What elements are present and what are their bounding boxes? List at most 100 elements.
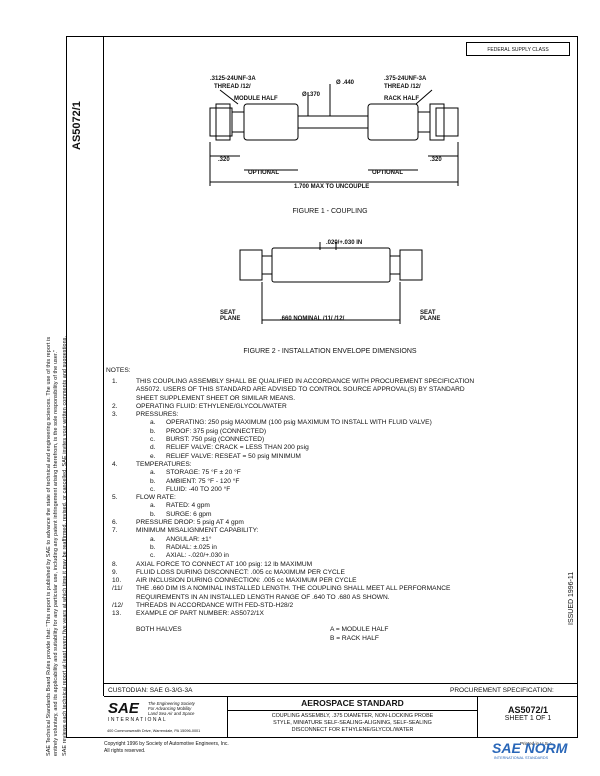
thread-right-label-2: THREAD /12/ xyxy=(384,84,421,90)
title-line-1: COUPLING ASSEMBLY, .375 DIAMETER, NON-LO… xyxy=(271,713,434,719)
side-doc-number: AS5072/1 xyxy=(71,101,83,150)
note-text: AXIAL: -.020/+.030 in xyxy=(166,552,229,560)
note-row: a.RATED: 4 gpm xyxy=(106,502,566,510)
seat-plane-right: SEAT PLANE xyxy=(420,310,441,322)
sae-international: INTERNATIONAL xyxy=(108,717,168,723)
issued-date: ISSUED 1996-11 xyxy=(568,571,575,625)
note-text: PRESSURES: xyxy=(136,411,179,419)
note-text: SURGE: 6 gpm xyxy=(166,510,212,518)
note-row: 4. TEMPERATURES: xyxy=(106,461,566,469)
note-number: 10. xyxy=(112,577,122,585)
printed-in: Printed in U.S.A. xyxy=(520,741,554,746)
sae-address: 400 Commonwealth Drive, Warrendale, PA 1… xyxy=(107,729,201,733)
seat-plane-left: SEAT PLANE xyxy=(220,310,241,322)
note-row: REQUIREMENTS IN AN INSTALLED LENGTH RANG… xyxy=(106,594,566,602)
note-row: a.OPERATING: 250 psig MAXIMUM (100 psig … xyxy=(106,419,566,427)
dim-320-left: .320 xyxy=(218,157,230,163)
note-text: FLUID: -40 TO 200 °F xyxy=(166,485,231,493)
note-number: 13. xyxy=(112,610,122,618)
note-row: b. PROOF: 375 psig (CONNECTED) xyxy=(106,428,566,436)
note-text: AS5072. USERS OF THIS STANDARD ARE ADVIS… xyxy=(136,386,465,394)
note-row: 9.FLUID LOSS DURING DISCONNECT: .005 cc … xyxy=(106,569,566,577)
dim-320-right: .320 xyxy=(430,157,442,163)
note-sub-letter: c. xyxy=(150,436,156,444)
note-sub-letter: b. xyxy=(150,510,156,518)
sae-tagline-2: For Advancing Mobility xyxy=(148,706,192,711)
copyright: Copyright 1996 by Society of Automotive … xyxy=(104,741,229,754)
optional-left: OPTIONAL xyxy=(248,170,279,176)
side-notice-line1: SAE Technical Standards Board Rules prov… xyxy=(46,336,52,756)
note-sub-letter: a. xyxy=(150,535,156,543)
legend-a: A = MODULE HALF xyxy=(330,626,389,633)
note-sub-letter: d. xyxy=(150,444,156,452)
title-box: AEROSPACE STANDARD COUPLING ASSEMBLY, .3… xyxy=(228,696,478,738)
aerospace-standard: AEROSPACE STANDARD xyxy=(228,697,477,711)
note-row: b. RADIAL: ±.025 in xyxy=(106,544,566,552)
note-number: /12/ xyxy=(112,602,123,610)
thread-left-label: .3125-24UNF-3A xyxy=(210,76,256,82)
note-text: RELIEF VALVE: CRACK = LESS THAN 200 psig xyxy=(166,444,309,452)
note-text: SHEET SUPPLEMENT SHEET OR SIMILAR MEANS. xyxy=(136,394,296,402)
note-sub-letter: c. xyxy=(150,485,156,493)
note-number: 6. xyxy=(112,519,118,527)
note-text: FLOW RATE: xyxy=(136,494,176,502)
figure1-coupling-drawing xyxy=(209,84,459,186)
left-title-strip xyxy=(66,36,104,696)
note-row: 2.OPERATING FLUID: ETHYLENE/GLYCOL/WATER xyxy=(106,403,566,411)
note-text: AIR INCLUSION DURING CONNECTION: .005 cc… xyxy=(136,577,357,585)
sae-norm-watermark: SAE NORM xyxy=(492,740,568,756)
note-number: 3. xyxy=(112,411,118,419)
sae-norm-watermark-sub: INTERNATIONAL STANDARDS xyxy=(494,756,549,760)
both-halves: BOTH HALVES xyxy=(136,626,182,633)
doc-number-box: AS5072/1 SHEET 1 OF 1 xyxy=(478,696,578,738)
note-text: AXIAL FORCE TO CONNECT AT 100 psig: 12 l… xyxy=(136,560,313,568)
note-sub-letter: b. xyxy=(150,427,156,435)
note-number: 7. xyxy=(112,527,118,535)
note-text: MINIMUM MISALIGNMENT CAPABILITY: xyxy=(136,527,259,535)
note-sub-letter: b. xyxy=(150,477,156,485)
title-line-2: STYLE, MINIATURE SELF-SEALING-ALIGNING, … xyxy=(273,720,432,726)
figure1-caption: FIGURE 1 - COUPLING xyxy=(292,208,368,215)
max-uncouple-label: 1.700 MAX TO UNCOUPLE xyxy=(294,184,370,190)
dia-440-label: Ø .440 xyxy=(336,80,355,86)
module-half-label: MODULE HALF xyxy=(234,96,278,102)
note-text: RADIAL: ±.025 in xyxy=(166,543,217,551)
note-sub-letter: a. xyxy=(150,469,156,477)
figure2-caption: FIGURE 2 - INSTALLATION ENVELOPE DIMENSI… xyxy=(243,348,417,355)
notes-list: 1.THIS COUPLING ASSEMBLY SHALL BE QUALIF… xyxy=(106,378,566,619)
side-notice: SAE Technical Standards Board Rules prov… xyxy=(46,40,68,756)
note-row: a.ANGULAR: ±1° xyxy=(106,536,566,544)
note-sub-letter: b. xyxy=(150,543,156,551)
note-text: PRESSURE DROP: 5 psig AT 4 gpm xyxy=(136,519,244,527)
sae-logo-box: SAE INTERNATIONAL The Engineering Societ… xyxy=(104,696,228,738)
copyright-line-1: Copyright 1996 by Society of Automotive … xyxy=(104,741,229,747)
note-row: SHEET SUPPLEMENT SHEET OR SIMILAR MEANS. xyxy=(106,395,566,403)
doc-number: AS5072/1 xyxy=(507,705,549,715)
note-number: 2. xyxy=(112,402,118,410)
note-row: /11/THE .660 DIM IS A NOMINAL INSTALLED … xyxy=(106,585,566,593)
note-text: RELIEF VALVE: RESEAT = 50 psig MINIMUM xyxy=(166,452,301,460)
note-sub-letter: c. xyxy=(150,552,156,560)
thread-left-label-2: THREAD /12/ xyxy=(214,84,251,90)
tolerance-label: .020/+.030 IN xyxy=(326,240,363,246)
optional-right: OPTIONAL xyxy=(372,170,403,176)
note-text: FLUID LOSS DURING DISCONNECT: .005 cc MA… xyxy=(136,568,345,576)
note-row: 5. FLOW RATE: xyxy=(106,494,566,502)
note-row: c. FLUID: -40 TO 200 °F xyxy=(106,486,566,494)
sae-tagline-1: The Engineering Society xyxy=(148,701,195,706)
note-row: /12/THREADS IN ACCORDANCE WITH FED-STD-H… xyxy=(106,602,566,610)
note-text: THE .660 DIM IS A NOMINAL INSTALLED LENG… xyxy=(136,585,451,593)
note-number: 5. xyxy=(112,494,118,502)
note-number: 4. xyxy=(112,460,118,468)
note-text: BURST: 750 psig (CONNECTED) xyxy=(166,436,265,444)
thread-right-label: .375-24UNF-3A xyxy=(384,76,427,82)
custodian: CUSTODIAN: SAE G-3/G-3A xyxy=(108,687,193,694)
title-line-3: DISCONNECT FOR ETHYLENE/GLYCOL/WATER xyxy=(291,727,414,733)
note-text: TEMPERATURES: xyxy=(136,460,192,468)
note-text: THREADS IN ACCORDANCE WITH FED-STD-H28/2 xyxy=(136,602,294,610)
note-text: PROOF: 375 psig (CONNECTED) xyxy=(166,427,267,435)
note-row: 10. AIR INCLUSION DURING CONNECTION: .005… xyxy=(106,577,566,585)
federal-supply-class-box: FEDERAL SUPPLY CLASS xyxy=(466,42,570,56)
note-sub-letter: a. xyxy=(150,502,156,510)
note-row: e.RELIEF VALVE: RESEAT = 50 psig MINIMUM xyxy=(106,453,566,461)
